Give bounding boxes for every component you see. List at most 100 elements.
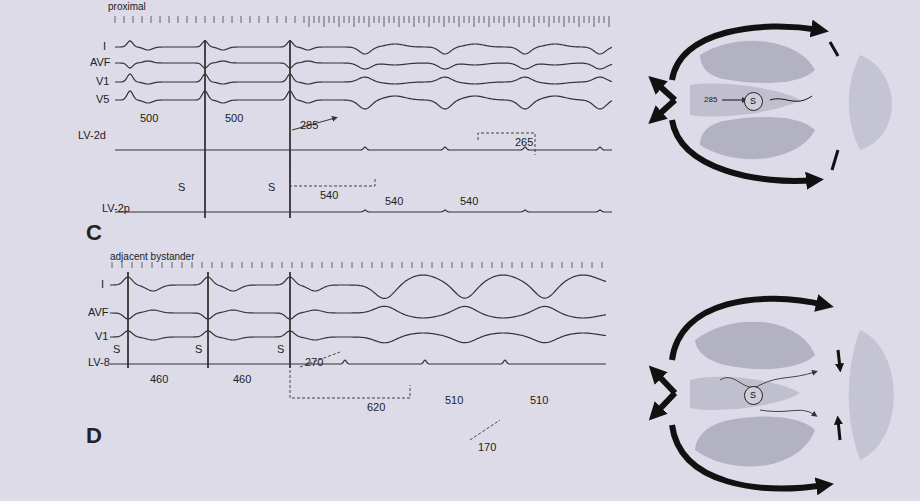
time-tick <box>502 262 503 268</box>
time-tick <box>352 262 353 268</box>
time-tick <box>314 16 315 23</box>
time-tick <box>389 16 390 23</box>
time-tick <box>522 262 523 268</box>
time-tick <box>178 16 179 23</box>
trace-label: I <box>101 279 104 290</box>
time-tick <box>509 16 510 23</box>
time-tick <box>268 16 269 23</box>
time-tick <box>262 262 263 268</box>
time-tick <box>454 16 455 23</box>
trace-label: AVF <box>88 307 109 318</box>
time-tick <box>282 262 283 268</box>
time-tick <box>464 16 465 23</box>
time-tick <box>569 16 570 23</box>
site-label: S <box>750 97 756 106</box>
ecg-trace <box>115 41 612 54</box>
time-tick <box>309 16 310 27</box>
time-tick <box>372 262 373 268</box>
trace-label: S <box>277 344 284 355</box>
time-tick <box>286 16 287 23</box>
time-tick <box>584 16 585 23</box>
trace-label: V5 <box>96 94 109 105</box>
time-tick <box>582 262 583 268</box>
time-tick <box>187 16 188 23</box>
trace-label: AVF <box>90 57 111 68</box>
time-tick <box>241 16 242 23</box>
ecg-trace <box>115 210 612 212</box>
time-tick <box>474 16 475 27</box>
time-tick <box>482 262 483 268</box>
time-tick <box>379 16 380 23</box>
trace-label: 460 <box>150 374 168 385</box>
time-tick <box>484 16 485 23</box>
time-tick <box>492 262 493 268</box>
trace-label: 540 <box>320 190 338 201</box>
time-tick <box>222 262 223 268</box>
trace-label: 540 <box>385 196 403 207</box>
time-tick <box>534 16 535 27</box>
heart-schematic <box>655 299 894 489</box>
time-tick <box>592 262 593 268</box>
time-tick <box>442 262 443 268</box>
time-tick <box>469 16 470 23</box>
panel-letter: C <box>86 222 102 244</box>
time-tick <box>295 16 296 23</box>
trace-label: S <box>268 182 275 193</box>
time-tick <box>339 16 340 27</box>
trace-label: 620 <box>367 402 385 413</box>
stimulus-spike <box>289 272 291 368</box>
time-tick <box>182 262 183 268</box>
time-tick <box>489 16 490 27</box>
trace-label: 540 <box>460 196 478 207</box>
time-tick <box>322 262 323 268</box>
time-tick <box>414 16 415 27</box>
time-tick <box>259 16 260 23</box>
ecg-trace <box>110 275 606 298</box>
time-tick <box>432 262 433 268</box>
time-tick <box>604 16 605 23</box>
time-tick <box>132 262 133 268</box>
time-tick <box>277 16 278 23</box>
trace-label: S <box>195 344 202 355</box>
time-tick <box>512 262 513 268</box>
time-tick <box>312 262 313 268</box>
time-tick <box>122 262 123 268</box>
time-tick <box>374 16 375 23</box>
time-tick <box>329 16 330 23</box>
trace-label: 460 <box>233 374 251 385</box>
time-tick <box>422 262 423 268</box>
stimulus-spike <box>207 272 209 368</box>
trace-label: 170 <box>478 442 496 453</box>
ecg-trace <box>110 360 606 364</box>
trace-label: 510 <box>445 395 463 406</box>
time-tick <box>394 16 395 23</box>
time-tick <box>124 16 125 23</box>
time-tick <box>344 16 345 23</box>
time-tick <box>579 16 580 27</box>
time-tick <box>499 16 500 23</box>
trace-label: LV-2d <box>78 130 106 141</box>
site-circle: S <box>744 386 763 405</box>
time-tick <box>232 262 233 268</box>
time-tick <box>319 16 320 23</box>
time-tick <box>609 16 610 27</box>
time-tick <box>302 262 303 268</box>
time-tick <box>504 16 505 27</box>
time-tick <box>212 262 213 268</box>
ecg-trace <box>110 306 606 319</box>
time-tick <box>112 262 113 268</box>
time-tick <box>599 16 600 23</box>
panel-letter: D <box>86 425 102 447</box>
time-tick <box>349 16 350 23</box>
time-tick <box>142 16 143 23</box>
time-tick <box>399 16 400 27</box>
heart-schematic <box>655 27 892 181</box>
time-tick <box>196 16 197 23</box>
time-tick <box>574 16 575 23</box>
time-tick <box>162 262 163 268</box>
time-tick <box>524 16 525 23</box>
time-tick <box>554 16 555 23</box>
time-tick <box>472 262 473 268</box>
time-tick <box>272 262 273 268</box>
